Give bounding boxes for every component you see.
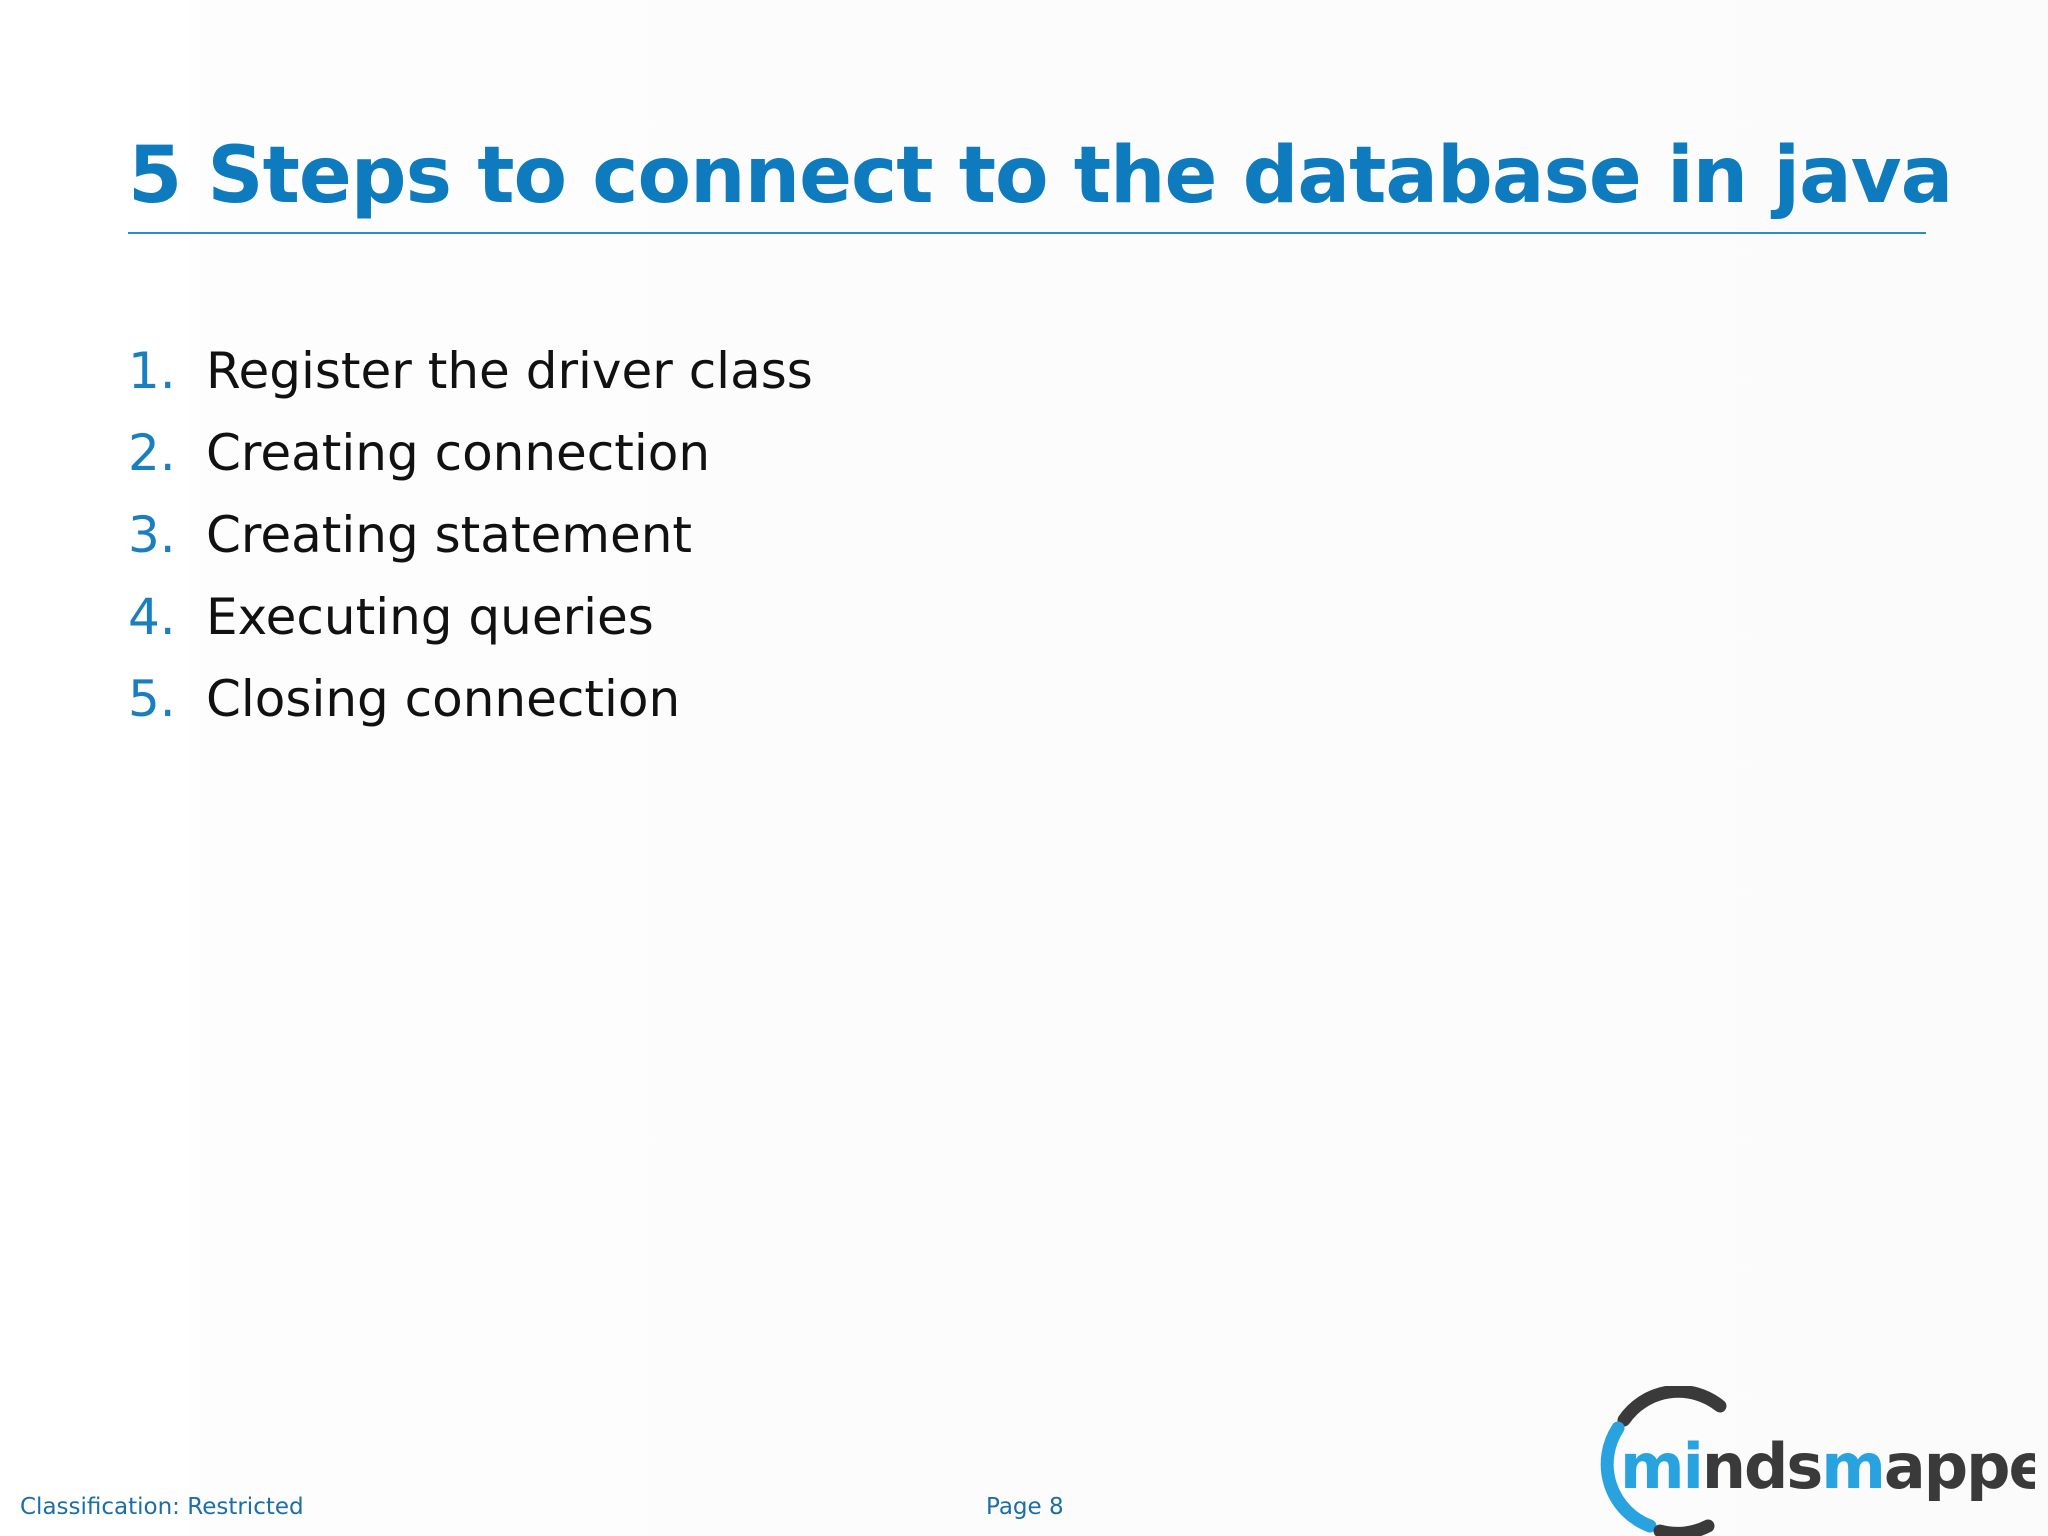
logo-ring-blue bbox=[1600, 1421, 1657, 1533]
logo-ring-dark bbox=[1617, 1386, 1727, 1427]
step-number: 4. bbox=[128, 588, 176, 646]
title-divider bbox=[128, 232, 1926, 234]
svg-text:mindsmapped: mindsmapped bbox=[1620, 1430, 2035, 1503]
logo-ring-dark-bottom bbox=[1653, 1519, 1715, 1536]
logo-text-nds: nds bbox=[1702, 1430, 1821, 1503]
list-item: 4. Executing queries bbox=[128, 576, 813, 658]
list-item: 3. Creating statement bbox=[128, 494, 813, 576]
list-item: 2. Creating connection bbox=[128, 412, 813, 494]
list-item: 5. Closing connection bbox=[128, 658, 813, 740]
step-number: 1. bbox=[128, 342, 176, 400]
classification-label: Classification: Restricted bbox=[20, 1494, 304, 1520]
page-number: Page 8 bbox=[986, 1494, 1064, 1520]
step-number: 3. bbox=[128, 506, 176, 564]
step-label: Register the driver class bbox=[206, 342, 813, 400]
steps-list: 1. Register the driver class 2. Creating… bbox=[128, 330, 813, 740]
mindsmapped-logo: mindsmapped bbox=[1600, 1386, 2035, 1536]
step-number: 2. bbox=[128, 424, 176, 482]
step-label: Executing queries bbox=[206, 588, 654, 646]
step-label: Creating connection bbox=[206, 424, 711, 482]
step-number: 5. bbox=[128, 670, 176, 728]
logo-text-m: m bbox=[1821, 1430, 1884, 1503]
logo-text-apped: apped bbox=[1884, 1430, 2035, 1503]
step-label: Creating statement bbox=[206, 506, 693, 564]
step-label: Closing connection bbox=[206, 670, 681, 728]
logo-text-mi: mi bbox=[1620, 1430, 1702, 1503]
list-item: 1. Register the driver class bbox=[128, 330, 813, 412]
slide-title: 5 Steps to connect to the database in ja… bbox=[128, 131, 1953, 221]
